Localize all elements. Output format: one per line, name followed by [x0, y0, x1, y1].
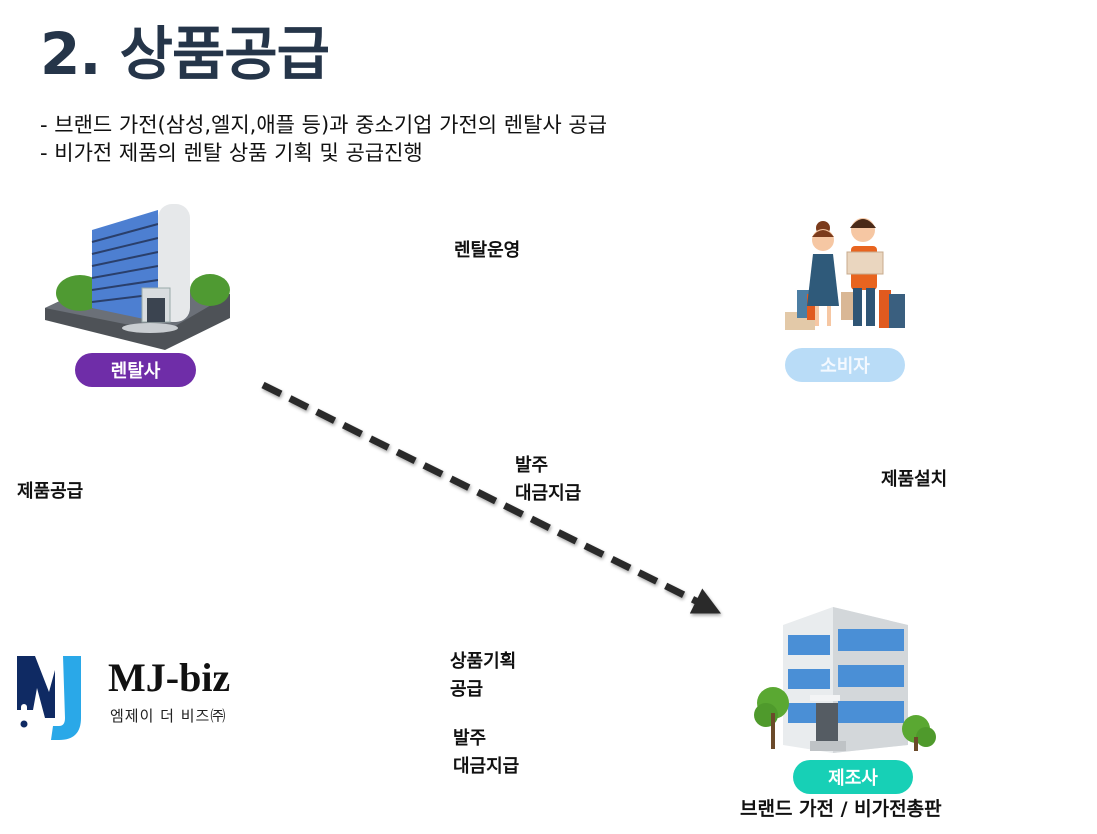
mjbiz-name: MJ-biz — [108, 655, 231, 700]
label-planning-line1: 상품기획 — [450, 651, 517, 672]
page-title: 2. 상품공급 — [40, 20, 330, 88]
manufacturer-badge: 제조사 — [793, 760, 913, 794]
shoppers-couple-icon — [785, 218, 905, 330]
label-product-supply: 제품공급 — [17, 481, 84, 502]
label-order2-line2: 대금지급 — [453, 756, 520, 777]
office-tower-icon — [45, 204, 230, 350]
label-order-line1: 발주 — [515, 455, 549, 476]
rental-company-badge: 렌탈사 — [75, 353, 196, 387]
label-planning-line2: 공급 — [450, 679, 484, 700]
rental-company-node — [40, 190, 240, 355]
manufacturer-subtitle: 브랜드 가전 / 비가전총판 — [740, 798, 942, 820]
label-rental-operation: 렌탈운영 — [454, 240, 521, 261]
label-order-line2: 대금지급 — [515, 483, 582, 504]
mj-logo-icon — [17, 656, 81, 740]
label-product-install: 제품설치 — [881, 469, 948, 490]
consumer-badge: 소비자 — [785, 348, 905, 382]
arrow-rental-to-maker — [261, 381, 722, 615]
office-building-icon — [754, 607, 936, 753]
manufacturer-node — [748, 603, 938, 758]
bullet-non-appliances: - 비가전 제품의 렌탈 상품 기획 및 공급진행 — [40, 141, 423, 165]
mjbiz-korean-name: 엠제이 더 비즈㈜ — [110, 707, 227, 725]
consumer-node — [783, 212, 913, 332]
label-order2-line1: 발주 — [453, 728, 487, 749]
bullet-brand-appliances: - 브랜드 가전(삼성,엘지,애플 등)과 중소기업 가전의 렌탈사 공급 — [40, 113, 608, 137]
mjbiz-node — [15, 648, 87, 743]
